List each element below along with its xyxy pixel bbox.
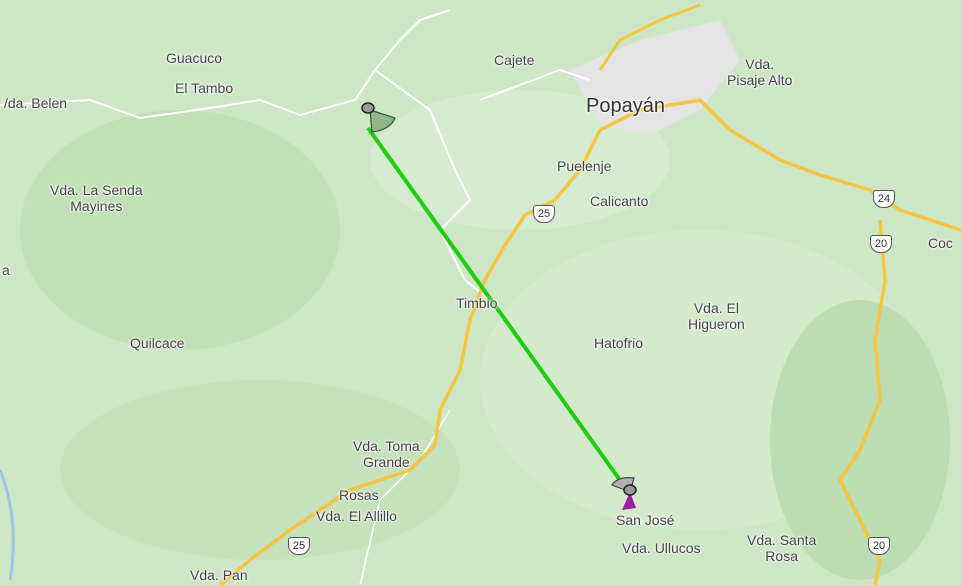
place-label-vda-pan: Vda. Pan bbox=[190, 567, 248, 583]
terrain-patch bbox=[20, 110, 340, 350]
place-label-vda-la-senda: Vda. La Senda Mayines bbox=[50, 182, 143, 214]
place-label-guacuco: Guacuco bbox=[166, 50, 223, 66]
place-label-vda-santa-rosa: Vda. Santa Rosa bbox=[747, 532, 817, 564]
terrain-patch bbox=[770, 300, 950, 580]
boundary-line bbox=[0, 9, 451, 120]
place-label-timbio: Timbio bbox=[456, 295, 498, 311]
place-label-el-tambo: El Tambo bbox=[175, 80, 234, 96]
place-label-vda-ullucos: Vda. Ullucos bbox=[622, 540, 701, 556]
route-shield-25: 25 bbox=[533, 205, 555, 223]
place-label-cajete: Cajete bbox=[494, 52, 535, 68]
terrain-patch bbox=[60, 380, 460, 560]
place-label-coco: Coc bbox=[928, 235, 953, 251]
city-area-popayan bbox=[570, 20, 740, 135]
river bbox=[0, 469, 15, 581]
place-label-puelenje: Puelenje bbox=[557, 158, 612, 174]
terrain-patch bbox=[370, 90, 670, 230]
sector-wedge-north bbox=[369, 109, 396, 133]
place-label-a: a bbox=[2, 262, 10, 278]
place-label-vda-belen: /da. Belen bbox=[4, 95, 68, 111]
road-north bbox=[598, 3, 701, 71]
site-marker-north[interactable] bbox=[361, 102, 375, 114]
site-marker-south[interactable] bbox=[623, 484, 637, 496]
place-label-san-jose: San José bbox=[616, 512, 675, 528]
route-shield-24: 24 bbox=[873, 190, 895, 208]
place-label-hatofrio: Hatofrio bbox=[594, 335, 644, 351]
place-label-rosas: Rosas bbox=[339, 487, 379, 503]
place-label-calicanto: Calicanto bbox=[590, 193, 649, 209]
place-label-vda-pisaje-alto: Vda. Pisaje Alto bbox=[727, 56, 793, 88]
place-label-popayan: Popayán bbox=[586, 95, 665, 117]
route-shield-25: 25 bbox=[288, 537, 310, 555]
route-shield-20: 20 bbox=[870, 235, 892, 253]
route-shield-20: 20 bbox=[868, 537, 890, 555]
sector-wedge-south-magenta bbox=[622, 492, 636, 510]
place-label-vda-el-alillo: Vda. El Allillo bbox=[316, 508, 397, 524]
boundary-line bbox=[374, 69, 491, 301]
place-label-vda-el-higueron: Vda. El Higueron bbox=[688, 300, 745, 332]
road-minor bbox=[479, 68, 591, 101]
link-line bbox=[366, 126, 629, 492]
place-label-quilcace: Quilcace bbox=[130, 335, 185, 351]
place-label-vda-toma-grande: Vda. Toma Grande bbox=[353, 438, 420, 470]
